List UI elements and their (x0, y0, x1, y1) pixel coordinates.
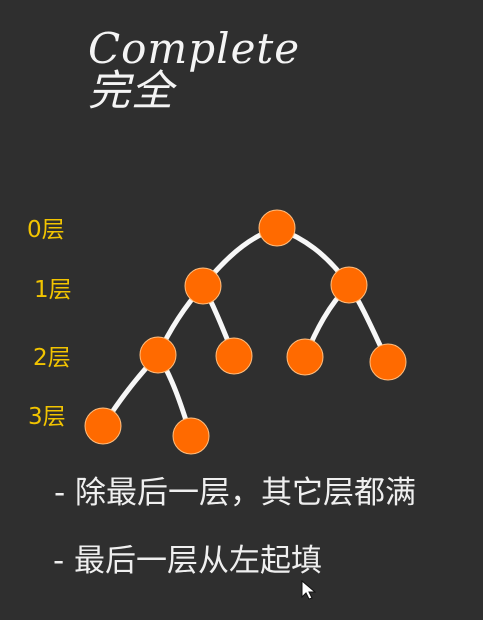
diagram-title: Complete 完全 (88, 24, 301, 115)
rule-line-2: - 最后一层从左起填 (53, 543, 323, 579)
node-level2-d (369, 343, 407, 381)
node-level1-right (330, 266, 368, 304)
node-level3-b (172, 417, 210, 455)
node-level2-c (286, 338, 324, 376)
level-label-2: 2层 (33, 345, 71, 371)
level-label-0: 0层 (27, 217, 65, 243)
node-level2-b (215, 337, 253, 375)
node-level3-a (84, 407, 122, 445)
level-label-3: 3层 (28, 404, 66, 430)
node-level2-a (139, 336, 177, 374)
tree-nodes (84, 209, 407, 455)
level-label-1: 1层 (34, 277, 72, 303)
mouse-pointer-icon (301, 580, 316, 600)
node-level1-left (184, 267, 222, 305)
rule-line-1: - 除最后一层，其它层都满 (54, 475, 417, 511)
node-root (258, 209, 296, 247)
tree-edges (100, 225, 391, 439)
